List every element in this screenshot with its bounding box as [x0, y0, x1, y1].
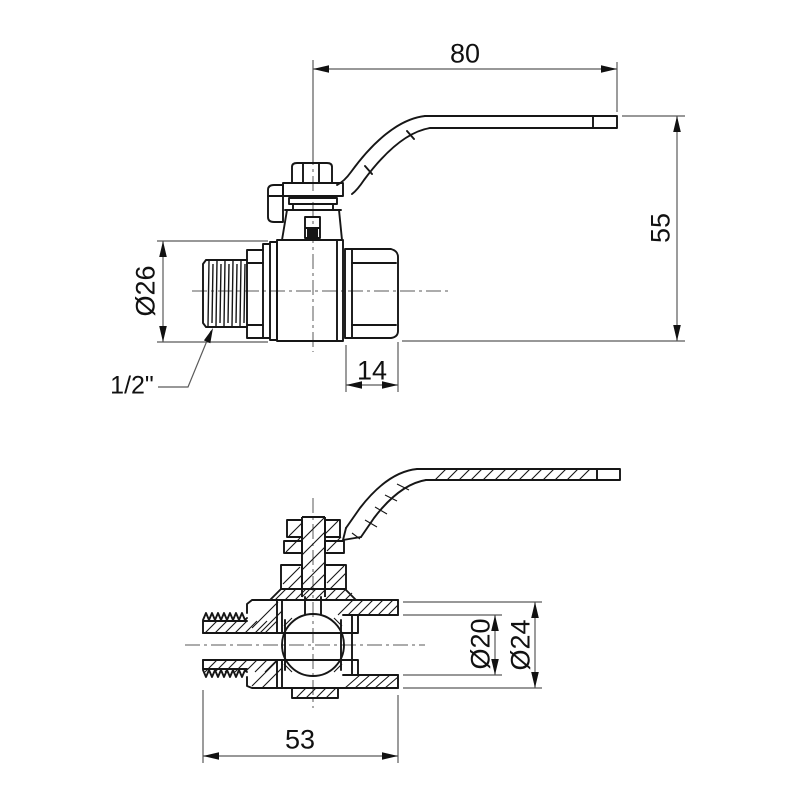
- dim-connection-diameter: Ø24: [505, 619, 536, 671]
- thread-crest-bottom: [202, 669, 248, 678]
- male-thread-outline: [202, 259, 248, 328]
- centerlines-bottom-view: [185, 498, 425, 708]
- female-hex: [351, 248, 399, 339]
- dimension-arrows-top-view: [159, 65, 681, 389]
- body-section: [202, 588, 399, 699]
- handle-bend-outer: [336, 115, 426, 186]
- centerlines-top-view: [192, 150, 448, 352]
- handle-bar: [424, 115, 618, 129]
- dimension-lines-top-view: [157, 60, 685, 392]
- handle-section: [342, 468, 621, 541]
- female-ring: [344, 248, 353, 339]
- dim-body-length: 53: [284, 724, 316, 755]
- top-view-drawing: [157, 60, 685, 392]
- ball: [281, 613, 345, 677]
- stem-nut: [291, 162, 333, 183]
- dimension-arrows-bottom-view: [203, 602, 539, 760]
- dim-handle-length: 80: [449, 38, 481, 69]
- dim-thread-diameter: Ø26: [130, 265, 161, 317]
- stem-window: [304, 216, 321, 239]
- thread-crest-top: [202, 612, 248, 621]
- label-thread-size: 1/2": [110, 371, 154, 400]
- stem-slot-fill: [307, 229, 318, 237]
- dimension-lines-bottom-view: [202, 601, 542, 763]
- male-thread-lines: [207, 260, 246, 327]
- dim-bore-diameter: Ø20: [465, 618, 496, 670]
- male-hex: [246, 249, 264, 339]
- stem-hatch: [282, 516, 347, 598]
- dim-female-hex-width: 14: [356, 355, 388, 386]
- handle-hatch: [351, 468, 591, 540]
- packing-gland: [284, 197, 342, 211]
- handle-bend-inner: [351, 127, 431, 195]
- body-hatch: [204, 588, 399, 699]
- bracket-ear: [267, 184, 284, 223]
- valve-side-view: [202, 115, 618, 342]
- bottom-view-drawing: [185, 468, 621, 763]
- dim-overall-height: 55: [645, 212, 676, 244]
